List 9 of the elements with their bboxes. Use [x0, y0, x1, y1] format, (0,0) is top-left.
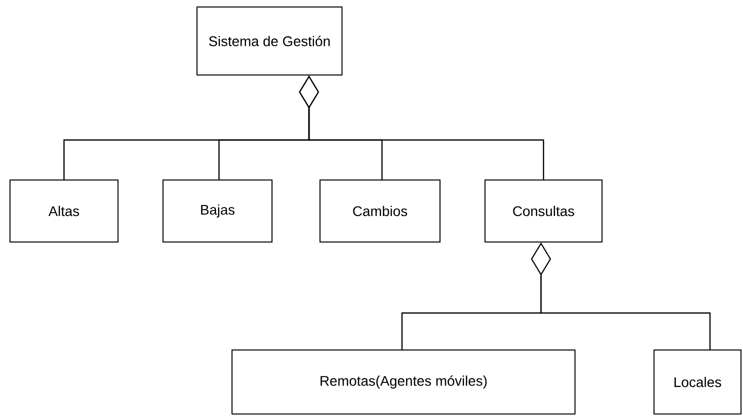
class-box: Remotas(Agentes móviles)	[232, 350, 576, 414]
class-box: Sistema de Gestión	[196, 6, 342, 76]
class-box: Cambios	[320, 180, 440, 242]
aggregation-connector	[531, 242, 711, 350]
class-box: Bajas	[162, 180, 272, 242]
class-box: Consultas	[484, 180, 602, 242]
class-box: Altas	[10, 180, 118, 242]
aggregation-connector	[299, 76, 544, 180]
class-box: Locales	[654, 350, 742, 414]
